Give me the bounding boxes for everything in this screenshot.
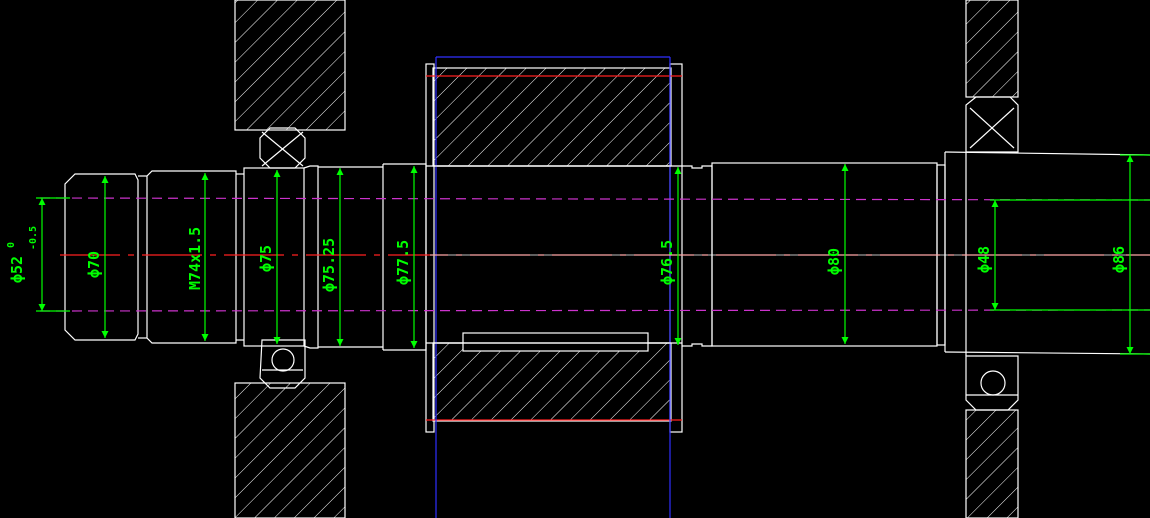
bearing-left-bottom — [259, 339, 306, 389]
dim-d75: ϕ75 — [257, 245, 275, 272]
dim-d80: ϕ80 — [825, 248, 843, 275]
bearing-right-top — [965, 96, 1019, 153]
housing-right-bottom — [965, 409, 1019, 518]
hidden-bore-lines — [39, 197, 1150, 312]
shaft-outline — [64, 151, 1150, 356]
dim-d75-25: ϕ75.25 — [320, 238, 338, 292]
housing-right-top — [965, 0, 1019, 98]
housing-left-bottom — [234, 382, 346, 518]
dim-thread: M74x1.5 — [186, 227, 204, 290]
bearing-right-bottom — [965, 355, 1019, 411]
dimension-lines — [36, 154, 1150, 355]
construction-lines — [435, 56, 671, 518]
dim-d76-5: ϕ76.5 — [658, 240, 676, 285]
dim-d52-tol-upper: 0 — [6, 242, 17, 248]
gear-section — [425, 63, 683, 433]
dim-d70: ϕ70 — [85, 251, 103, 278]
dim-d52: ϕ52 — [8, 256, 26, 283]
housing-left-top — [234, 0, 346, 131]
dim-d77-5: ϕ77.5 — [394, 240, 412, 285]
dim-d52-tol-lower: -0.5 — [28, 226, 39, 250]
dim-d48: ϕ48 — [975, 246, 993, 273]
bearing-left-top — [259, 127, 306, 169]
dim-d86: ϕ86 — [1110, 246, 1128, 273]
